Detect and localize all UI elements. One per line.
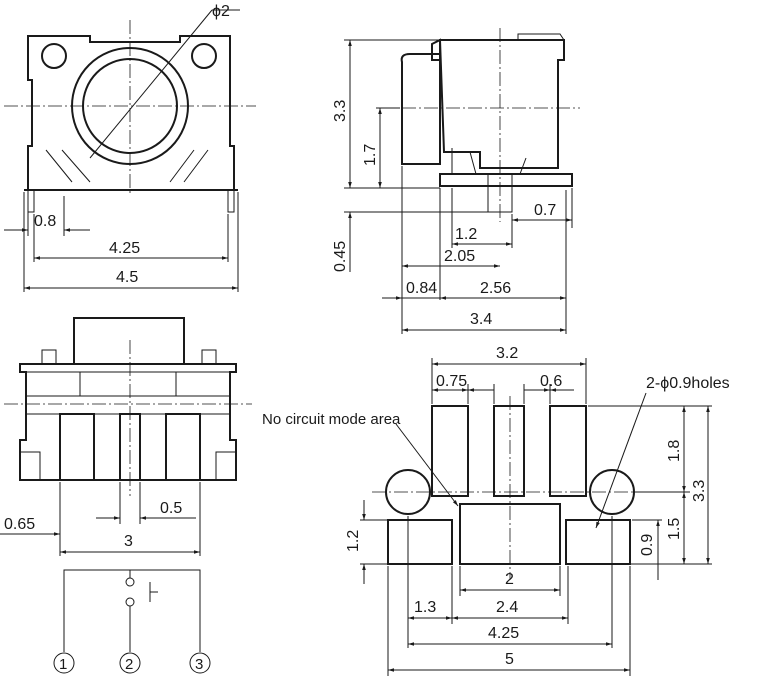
front-actuator [73,317,185,365]
body-length-dim: 2.56 [480,280,511,297]
total-width-dim: 5 [505,651,514,668]
side-pad-height-dim: 1.2 [345,530,362,552]
inner-span-dim: 2.4 [496,599,518,616]
total-height-dim: 3.3 [691,480,708,502]
lower-height-dim: 1.5 [666,518,683,540]
area-width-dim: 2 [505,571,514,588]
hole-span-dim: 4.25 [488,625,519,642]
side-top-tab [517,33,565,41]
terminal-left [27,189,35,213]
svg-text:3: 3 [195,656,203,673]
total-length-dim: 3.4 [470,311,492,328]
pad-gap-dim: 0.6 [540,373,562,390]
top-view-legs [45,149,209,183]
pad-top-3 [549,405,587,497]
terminal-right [227,189,235,213]
pin-1-icon: 1 [53,652,75,674]
pcb-layout: No circuit mode area 2-ϕ0.9holes 3.2 0.7… [262,345,730,676]
lead-thickness-dim: 0.45 [332,241,349,272]
front-lead-right [165,413,201,481]
side-bottom-foot [439,173,573,187]
lead-dim-a: 1.2 [455,226,477,243]
pin-2-icon: 2 [119,652,141,674]
side-body-outline [438,39,565,169]
front-body-outline [19,363,237,481]
svg-text:1: 1 [59,656,67,673]
no-circuit-label: No circuit mode area [262,411,401,428]
top-pad-span-dim: 3.2 [496,345,518,362]
lead-dim-b: 2.05 [444,248,475,265]
front-lead-width-dim: 0.5 [160,500,182,517]
diameter-leader [89,9,213,159]
lead-extension-dim: 0.7 [534,202,556,219]
inner-width-dim: 4.25 [109,240,140,257]
offset-dim: 0.84 [406,280,437,297]
front-view: 0.5 0.65 3 [0,317,252,556]
top-view-outline [27,35,235,191]
diameter-label: ϕ2 [212,3,230,20]
side-actuator [400,53,441,165]
side-view: 3.3 1.7 0.45 0.7 1.2 2.05 0.84 2.56 3.4 [332,28,580,334]
side-height-dim: 3.3 [332,100,349,122]
edge-pad-dim: 1.3 [414,599,436,616]
pad-top-2 [493,405,525,497]
pad-bottom-right [565,519,631,565]
front-lead-left [59,413,95,481]
pad-top-1 [431,405,469,497]
holes-label: 2-ϕ0.9holes [646,375,730,392]
top-view: ϕ2 0.8 4.25 4.5 [4,3,256,292]
pad-width-dim: 0.75 [436,373,467,390]
corner-hole-left [41,43,67,69]
front-left-margin-dim: 0.65 [4,516,35,533]
outer-width-dim: 4.5 [116,269,138,286]
pad-height-dim: 0.9 [639,534,656,556]
svg-text:2: 2 [125,656,133,673]
front-lead-span-dim: 3 [124,533,133,550]
pad-bottom-left [387,519,453,565]
corner-hole-right [191,43,217,69]
pin-3-icon: 3 [189,652,211,674]
side-actuator-cap [431,38,441,61]
stem-height-dim: 1.7 [362,144,379,166]
switch-schematic: 1 2 3 [53,569,211,674]
pitch-dim: 0.8 [34,213,56,230]
top-pad-height-dim: 1.8 [666,440,683,462]
